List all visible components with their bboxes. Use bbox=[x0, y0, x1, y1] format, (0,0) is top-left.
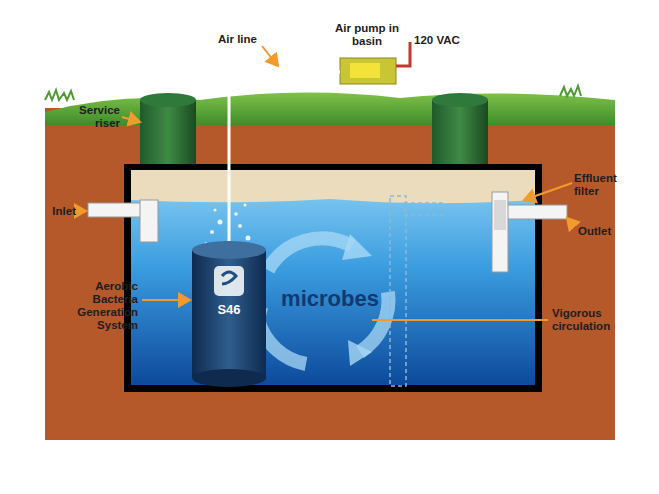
service-riser bbox=[432, 100, 488, 170]
part-label: Vigorous circulation bbox=[552, 307, 632, 333]
scum-layer bbox=[131, 170, 535, 203]
air-line bbox=[229, 72, 340, 246]
part-label: 120 VAC bbox=[414, 34, 474, 47]
outlet-pipe bbox=[492, 192, 567, 272]
filter-ghost bbox=[390, 196, 442, 386]
soil bbox=[45, 108, 615, 440]
leader-lines bbox=[78, 46, 574, 320]
grass bbox=[45, 92, 615, 125]
circulation-arrows bbox=[258, 238, 388, 364]
air-pump bbox=[340, 58, 396, 84]
power-wire bbox=[396, 42, 410, 66]
logo-label: S46 bbox=[200, 302, 258, 317]
service-riser bbox=[140, 100, 196, 170]
part-label: Air line bbox=[218, 33, 278, 46]
part-label: Inlet bbox=[40, 205, 76, 218]
tank bbox=[124, 164, 542, 392]
tank-label: microbes bbox=[275, 287, 385, 311]
inlet-pipe bbox=[88, 200, 158, 242]
part-label: Effluent filter bbox=[574, 172, 634, 198]
part-label: Service riser bbox=[58, 104, 120, 130]
part-label: Air pump in basin bbox=[334, 22, 400, 48]
aerobic-cylinder bbox=[192, 241, 266, 387]
part-label: Outlet bbox=[578, 225, 626, 238]
part-label: Aerobic Bacteria Generation System bbox=[52, 280, 138, 332]
